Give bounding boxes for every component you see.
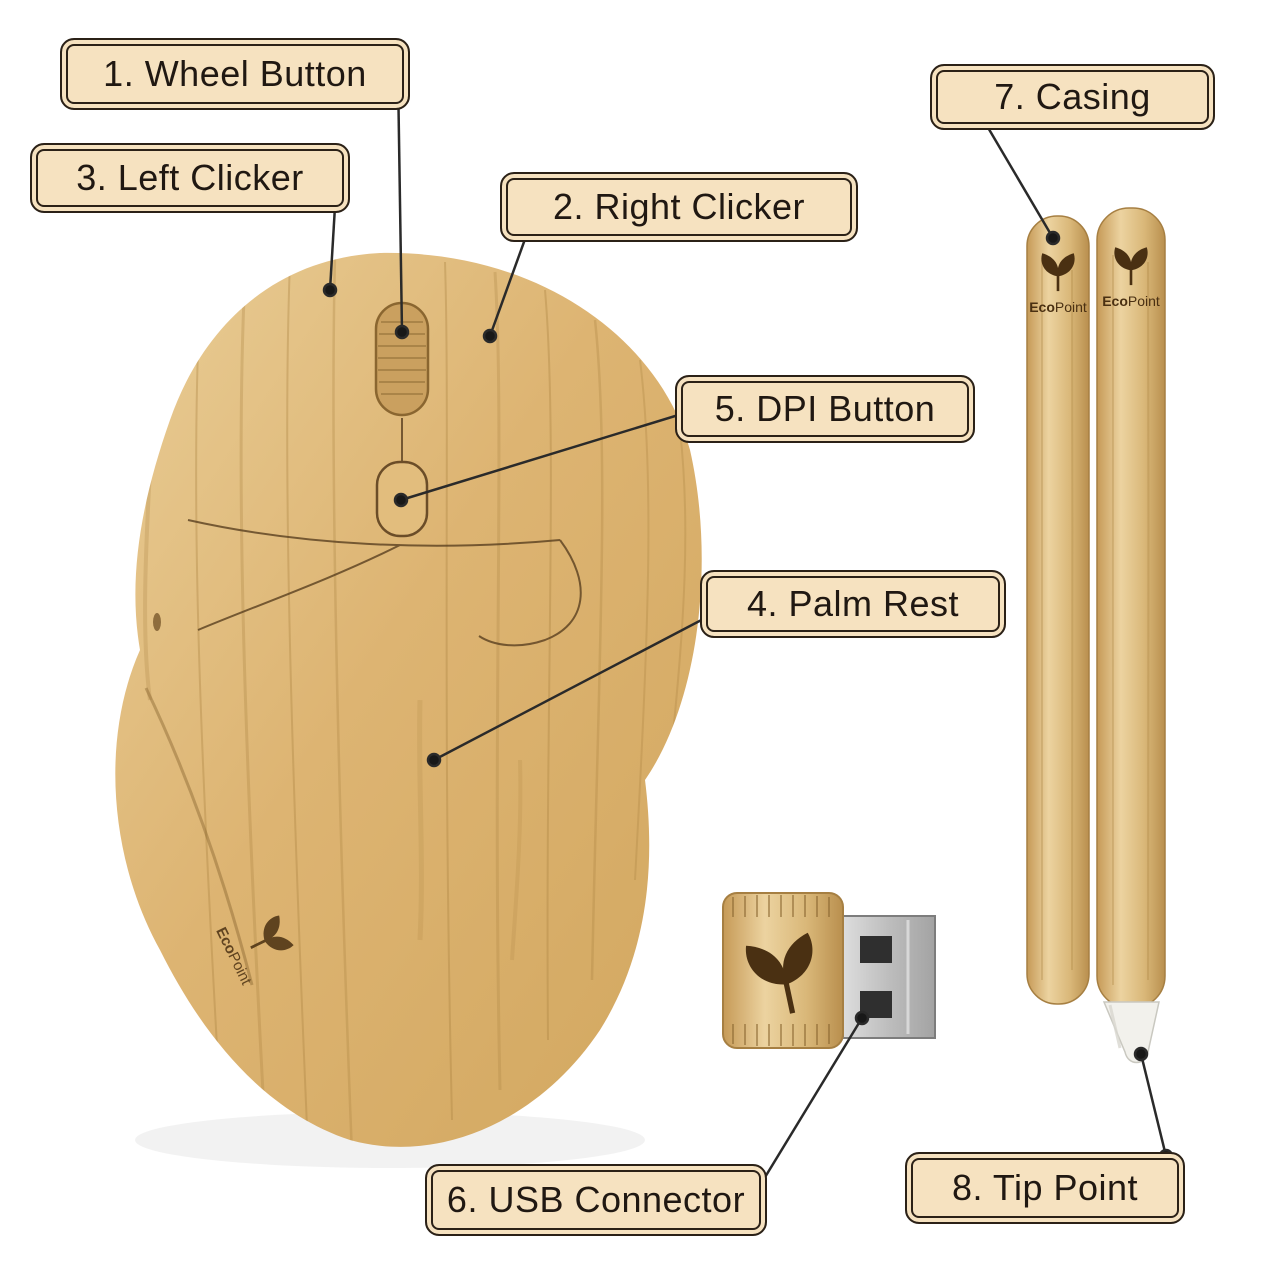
wood-knot (153, 613, 161, 631)
pen-right: EcoPoint (1096, 207, 1166, 1064)
button-seams (187, 418, 582, 647)
label-casing: 7. Casing (930, 64, 1215, 130)
mouse-body (115, 252, 702, 1147)
scroll-wheel (374, 301, 430, 417)
pen-right-logo: EcoPoint (1102, 245, 1160, 309)
label-palm-rest: 4. Palm Rest (700, 570, 1006, 638)
pen-left: EcoPoint (1026, 215, 1090, 1005)
label-dpi-button: 5. DPI Button (675, 375, 975, 443)
mouse-illustration: EcoPoint (115, 252, 702, 1147)
usb-connector-illustration (722, 892, 936, 1049)
thumb-rest-crease (144, 687, 254, 986)
pen-left-logo-text: EcoPoint (1029, 299, 1087, 315)
pen-tip (1102, 1001, 1160, 1064)
label-right-clicker: 2. Right Clicker (500, 172, 858, 242)
label-left-clicker: 3. Left Clicker (30, 143, 350, 213)
pen-left-logo: EcoPoint (1029, 251, 1087, 315)
usb-cap-ribs (732, 895, 830, 1046)
label-tip-point: 8. Tip Point (905, 1152, 1185, 1224)
label-usb-connector: 6. USB Connector (425, 1164, 767, 1236)
wood-grain (143, 255, 687, 1147)
pen-right-logo-text: EcoPoint (1102, 293, 1160, 309)
usb-hole-top (860, 936, 892, 963)
label-wheel-button: 1. Wheel Button (60, 38, 410, 110)
